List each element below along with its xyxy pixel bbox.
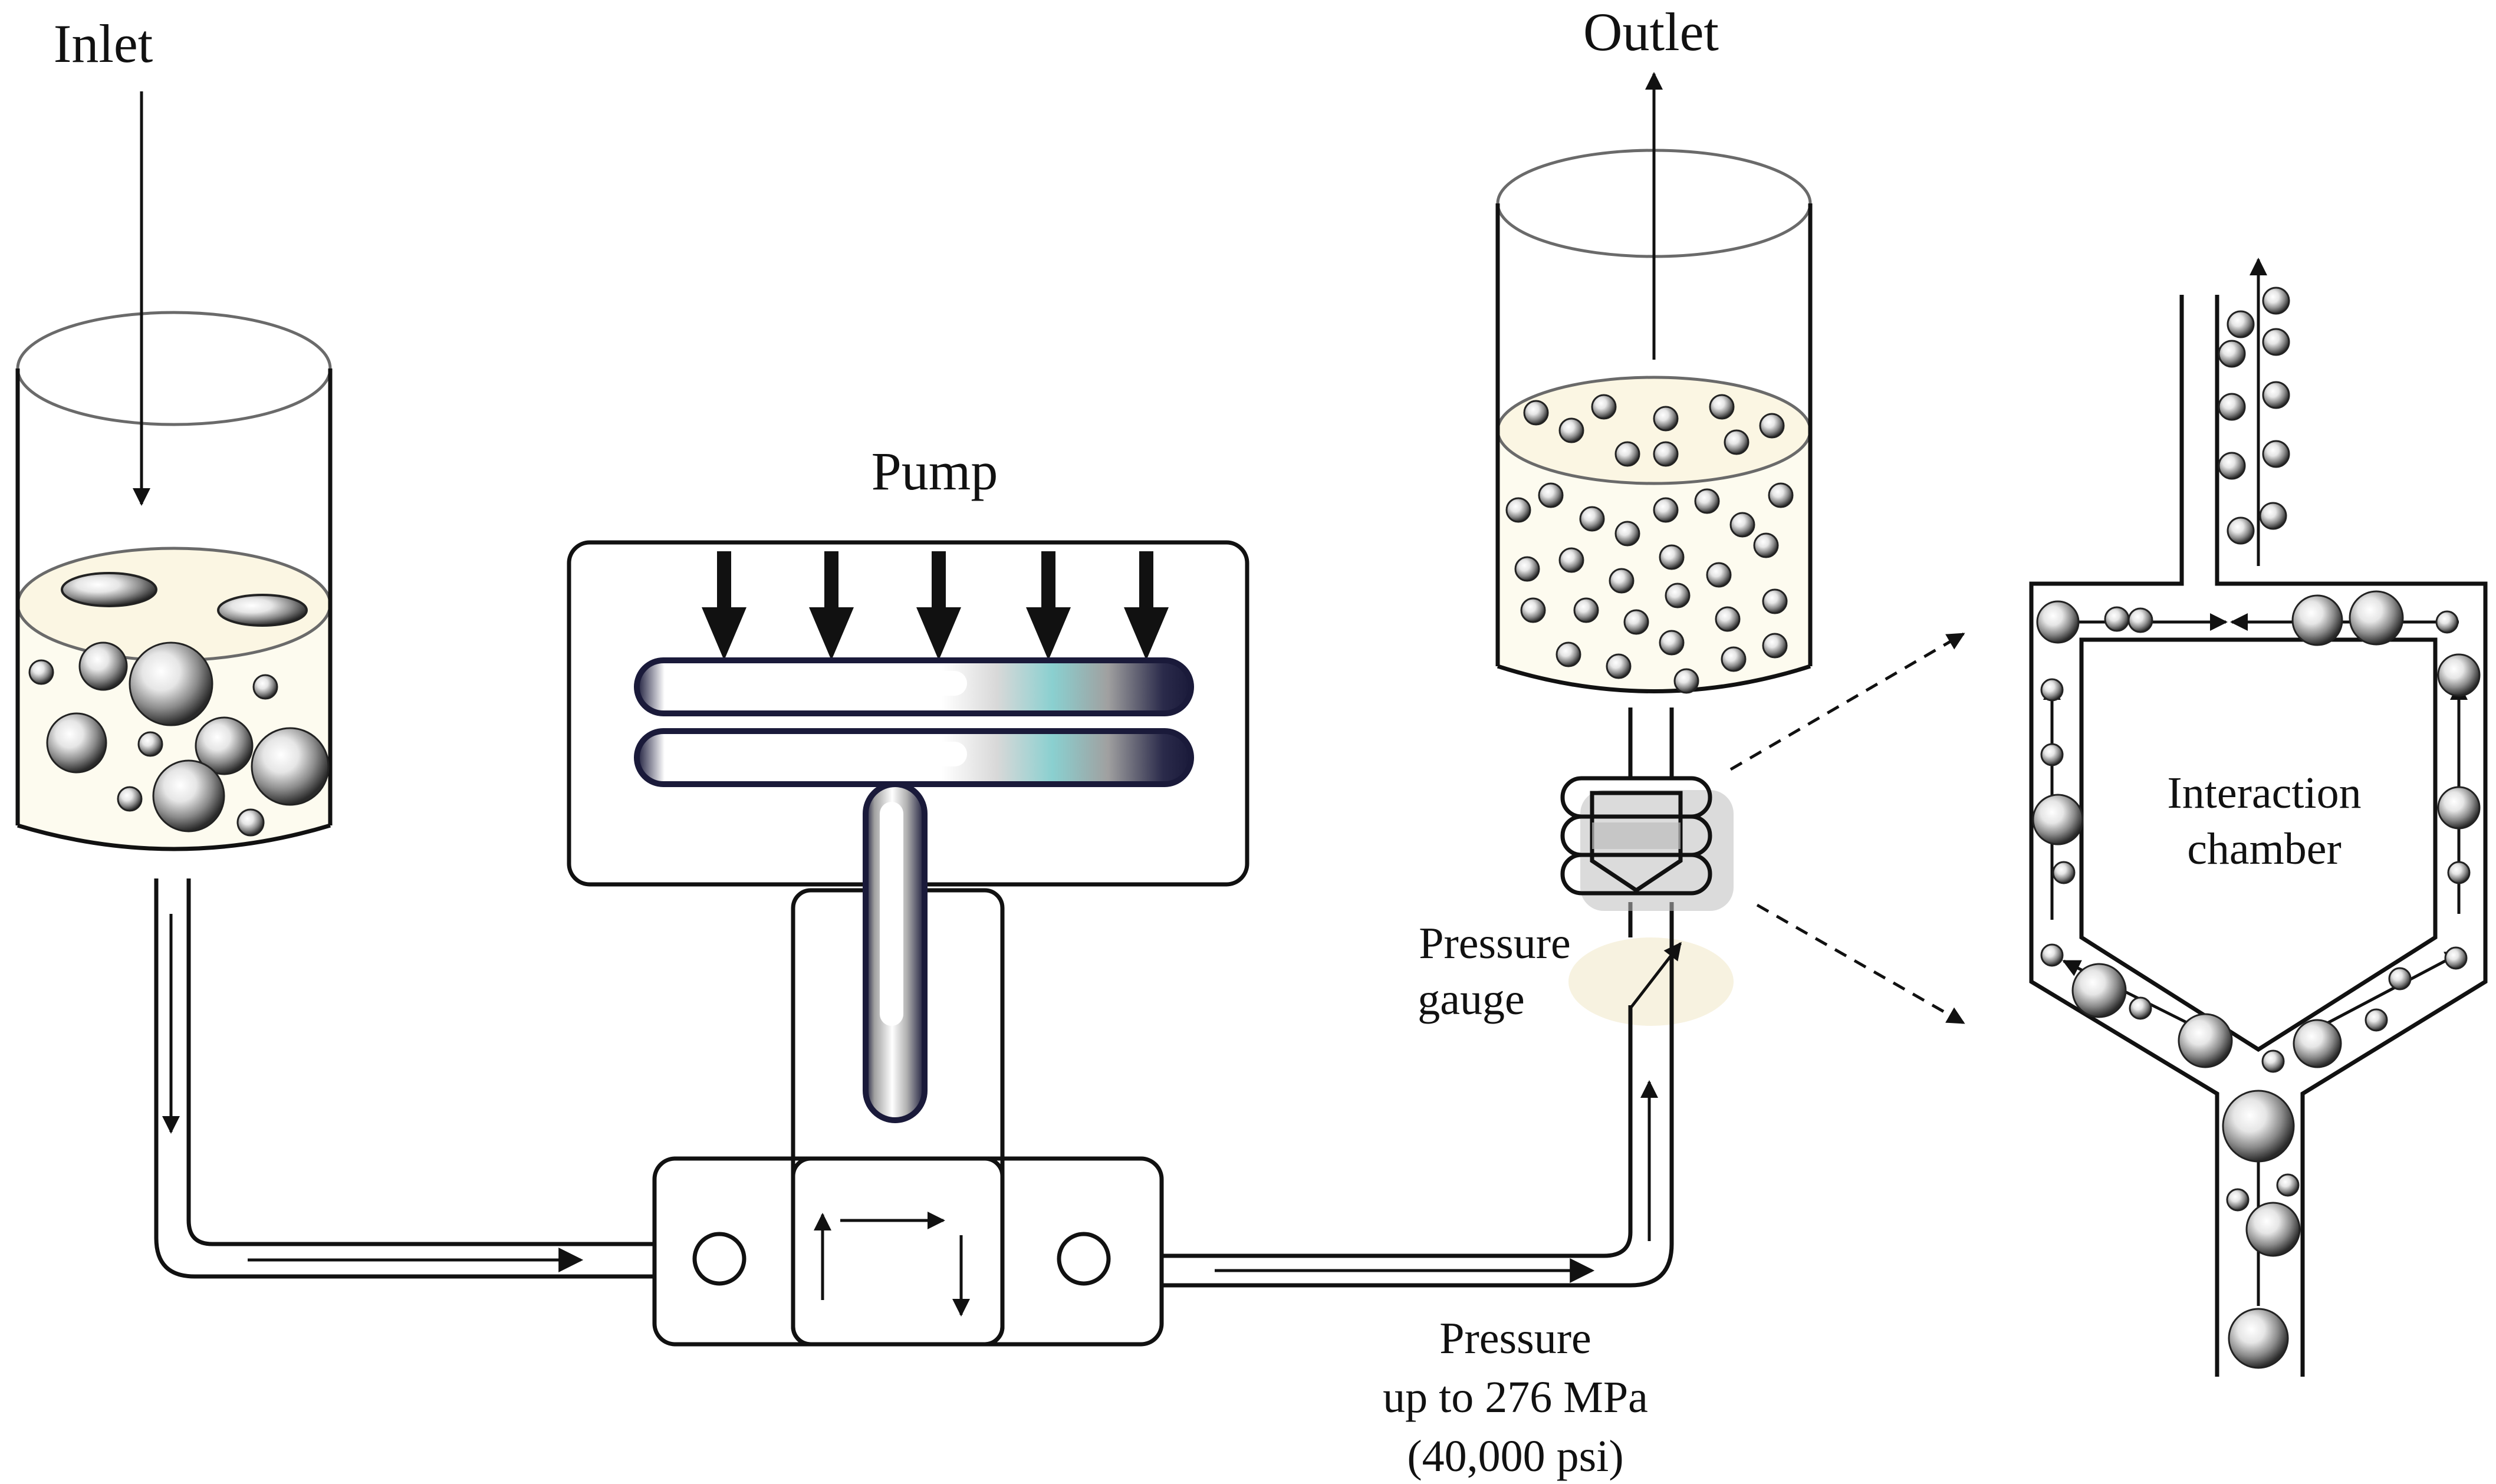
press-arrow — [809, 551, 854, 660]
homogenizing-valve — [1560, 708, 1734, 911]
outlet-beaker — [1495, 149, 1813, 694]
valve-port-right — [1057, 1232, 1111, 1286]
valve-block — [652, 1156, 1164, 1347]
inlet-label: Inlet — [54, 14, 153, 74]
pump-tubes — [634, 657, 1194, 787]
pump-label: Pump — [872, 441, 998, 501]
valve-port-left — [692, 1232, 747, 1286]
pressure-label-line1: Pressure — [1439, 1314, 1591, 1363]
outlet-pipe — [1162, 1026, 1674, 1288]
inlet-beaker-rim — [16, 311, 332, 426]
droplet — [217, 594, 308, 627]
press-arrow — [702, 551, 747, 660]
pressure-gauge-label-line1: Pressure — [1419, 919, 1571, 968]
piston-rod — [863, 781, 928, 1123]
pressure-label-line3: (40,000 psi) — [1407, 1432, 1623, 1481]
droplet — [61, 572, 157, 607]
inlet-pipe — [154, 878, 655, 1279]
interaction-chamber — [2029, 258, 2488, 1377]
press-arrow — [1124, 551, 1169, 660]
chamber-label-line1: Interaction — [2167, 768, 2361, 818]
zoom-arrows — [1729, 632, 1965, 1025]
chamber-label-line2: chamber — [2187, 824, 2342, 874]
outlet-droplets — [1505, 394, 1794, 694]
pressure-gauge — [1568, 902, 1734, 1026]
chamber-droplets — [2032, 287, 2481, 1369]
press-arrow — [1026, 551, 1071, 660]
press-arrow — [916, 551, 961, 660]
outlet-label: Outlet — [1583, 2, 1719, 62]
pump-press-arrows — [702, 551, 1169, 660]
inlet-beaker — [15, 311, 333, 851]
pressure-gauge-label-line2: gauge — [1418, 975, 1524, 1024]
inlet-droplets — [28, 641, 330, 837]
pressure-label-line2: up to 276 MPa — [1383, 1373, 1648, 1422]
